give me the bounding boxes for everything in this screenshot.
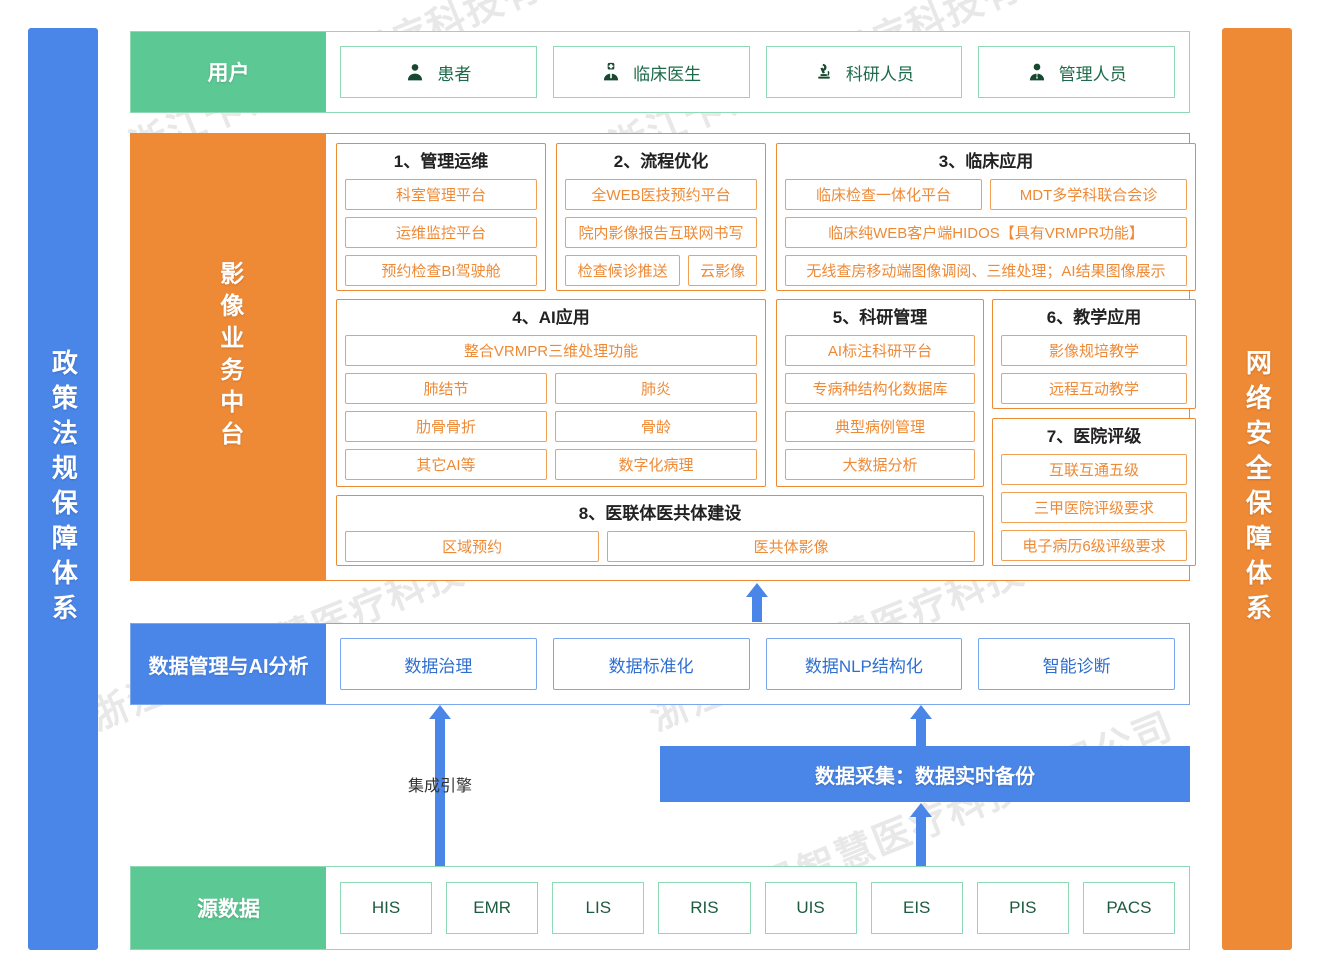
user-band-label: 用户: [131, 32, 326, 112]
source-data-items: HIS EMR LIS RIS UIS EIS PIS PACS: [326, 867, 1189, 949]
section-item[interactable]: MDT多学科联合会诊: [990, 179, 1187, 210]
manager-icon: [1029, 63, 1044, 81]
section-item[interactable]: 三甲医院评级要求: [1001, 492, 1187, 523]
security-pillar-label: 网络安全保障体系: [1242, 349, 1273, 629]
section-2-process-optimization: 2、流程优化 全WEB医技预约平台 院内影像报告互联网书写 检查候诊推送 云影像: [556, 143, 766, 291]
section-item[interactable]: 影像规培教学: [1001, 335, 1187, 366]
section-6-teaching-application: 6、教学应用 影像规培教学 远程互动教学: [992, 299, 1196, 409]
user-icon: [408, 64, 423, 81]
section-item[interactable]: 肺结节: [345, 373, 547, 404]
data-management-label: 数据管理与AI分析: [131, 624, 326, 704]
section-title: 5、科研管理: [832, 308, 928, 327]
user-chip-researcher[interactable]: 科研人员: [765, 46, 963, 98]
section-8-medical-consortium: 8、医联体医共体建设 区域预约 医共体影像: [336, 495, 984, 566]
data-management-band: 数据管理与AI分析 数据治理 数据标准化 数据NLP结构化 智能诊断: [130, 623, 1190, 705]
user-chip-label: 临床医生: [633, 64, 702, 84]
section-item[interactable]: 运维监控平台: [345, 217, 537, 248]
section-item[interactable]: 无线查房移动端图像调阅、三维处理；AI结果图像展示: [785, 255, 1187, 286]
data-chip-nlp-structuring[interactable]: 数据NLP结构化: [765, 638, 963, 690]
section-7-hospital-rating: 7、医院评级 互联互通五级 三甲医院评级要求 电子病历6级评级要求: [992, 418, 1196, 566]
arrow-data-to-midplatform: [752, 596, 762, 622]
section-item[interactable]: 检查候诊推送: [565, 255, 681, 286]
data-collection-bar: 数据采集：数据实时备份: [660, 746, 1190, 802]
section-title: 1、管理运维: [393, 152, 489, 171]
user-chip-label: 患者: [437, 64, 472, 84]
section-item[interactable]: 大数据分析: [785, 449, 975, 480]
section-item[interactable]: 肋骨骨折: [345, 411, 547, 442]
section-item[interactable]: 整合VRMPR三维处理功能: [345, 335, 757, 366]
section-3-clinical-application: 3、临床应用 临床检查一体化平台 MDT多学科联合会诊 临床纯WEB客户端HID…: [776, 143, 1196, 291]
user-chip-label: 管理人员: [1058, 64, 1127, 84]
section-item[interactable]: 肺炎: [555, 373, 757, 404]
microscope-icon: [818, 63, 830, 79]
section-item[interactable]: 互联互通五级: [1001, 454, 1187, 485]
policy-pillar: 政策法规保障体系: [28, 28, 98, 950]
arrow-source-to-collect: [916, 816, 926, 866]
section-item[interactable]: 院内影像报告互联网书写: [565, 217, 757, 248]
section-item[interactable]: 其它AI等: [345, 449, 547, 480]
data-chip-governance[interactable]: 数据治理: [340, 638, 537, 690]
section-item[interactable]: 专病种结构化数据库: [785, 373, 975, 404]
section-item[interactable]: AI标注科研平台: [785, 335, 975, 366]
user-chip-administrator[interactable]: 管理人员: [978, 46, 1175, 98]
section-item[interactable]: 数字化病理: [555, 449, 757, 480]
source-chip-lis[interactable]: LIS: [552, 882, 645, 934]
user-band: 用户 患者 临床医生: [130, 31, 1190, 113]
imaging-midplatform-band: 影像业务中台 1、管理运维 科室管理平台 运维监控平台 预约检查BI驾驶舱 2、…: [130, 133, 1196, 581]
imaging-midplatform-label: 影像业务中台: [131, 134, 326, 580]
data-collection-label: 数据采集：数据实时备份: [815, 765, 1035, 788]
user-chip-label: 科研人员: [845, 64, 914, 84]
section-5-research-management: 5、科研管理 AI标注科研平台 专病种结构化数据库 典型病例管理 大数据分析: [776, 299, 984, 487]
arrow-integration-engine: [435, 718, 445, 866]
source-chip-pacs[interactable]: PACS: [1082, 882, 1175, 934]
section-item[interactable]: 科室管理平台: [345, 179, 537, 210]
data-chip-standardization[interactable]: 数据标准化: [552, 638, 750, 690]
integration-engine-label: 集成引擎: [407, 778, 472, 795]
section-title: 4、AI应用: [512, 308, 590, 327]
user-chip-clinician[interactable]: 临床医生: [552, 46, 750, 98]
section-item[interactable]: 医共体影像: [607, 531, 975, 562]
policy-pillar-label: 政策法规保障体系: [48, 349, 79, 629]
section-1-management-ops: 1、管理运维 科室管理平台 运维监控平台 预约检查BI驾驶舱: [336, 143, 546, 291]
user-band-items: 患者 临床医生 科研人员: [326, 32, 1189, 112]
section-title: 7、医院评级: [1046, 427, 1142, 446]
section-item[interactable]: 全WEB医技预约平台: [565, 179, 757, 210]
source-chip-ris[interactable]: RIS: [658, 882, 751, 934]
section-item[interactable]: 电子病历6级评级要求: [1001, 530, 1187, 561]
security-pillar: 网络安全保障体系: [1222, 28, 1292, 950]
source-chip-pis[interactable]: PIS: [976, 882, 1069, 934]
section-title: 8、医联体医共体建设: [578, 504, 742, 523]
source-chip-emr[interactable]: EMR: [446, 882, 539, 934]
source-chip-his[interactable]: HIS: [340, 882, 433, 934]
doctor-icon: [604, 62, 619, 81]
source-chip-eis[interactable]: EIS: [870, 882, 963, 934]
source-chip-uis[interactable]: UIS: [764, 882, 857, 934]
section-item[interactable]: 预约检查BI驾驶舱: [345, 255, 537, 286]
section-item[interactable]: 典型病例管理: [785, 411, 975, 442]
section-item[interactable]: 临床纯WEB客户端HIDOS【具有VRMPR功能】: [785, 217, 1187, 248]
section-item[interactable]: 区域预约: [345, 531, 600, 562]
section-item[interactable]: 骨龄: [555, 411, 757, 442]
data-management-items: 数据治理 数据标准化 数据NLP结构化 智能诊断: [326, 624, 1189, 704]
user-chip-patient[interactable]: 患者: [340, 46, 537, 98]
data-chip-intelligent-diagnosis[interactable]: 智能诊断: [978, 638, 1175, 690]
arrow-collect-to-data: [916, 718, 926, 748]
section-title: 6、教学应用: [1046, 308, 1142, 327]
section-title: 3、临床应用: [938, 152, 1034, 171]
section-item[interactable]: 云影像: [688, 255, 757, 286]
source-data-band: 源数据 HIS EMR LIS RIS UIS EIS PIS PACS: [130, 866, 1190, 950]
imaging-midplatform-text: 影像业务中台: [215, 261, 243, 453]
section-item[interactable]: 远程互动教学: [1001, 373, 1187, 404]
section-item[interactable]: 临床检查一体化平台: [785, 179, 982, 210]
section-title: 2、流程优化: [613, 152, 709, 171]
section-4-ai-application: 4、AI应用 整合VRMPR三维处理功能 肺结节 肺炎 肋骨骨折 骨龄 其它AI…: [336, 299, 766, 487]
source-data-label: 源数据: [131, 867, 326, 949]
midplatform-grid: 1、管理运维 科室管理平台 运维监控平台 预约检查BI驾驶舱 2、流程优化 全W…: [326, 134, 1196, 580]
